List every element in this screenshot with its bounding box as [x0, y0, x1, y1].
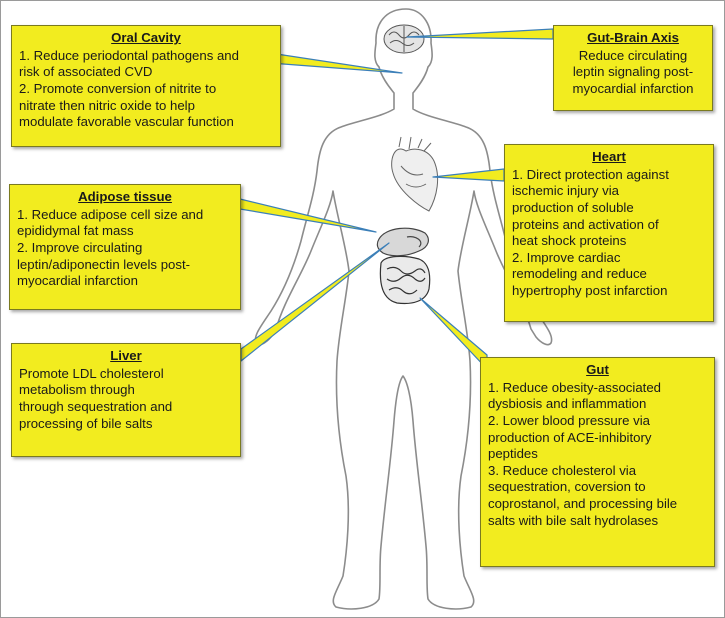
- callout-body: 1. Reduce obesity-associated dysbiosis a…: [488, 379, 678, 528]
- callout-title: Heart: [592, 149, 626, 164]
- liver-icon: [376, 227, 429, 257]
- callout-adipose-tissue: Adipose tissue 1. Reduce adipose cell si…: [9, 184, 241, 310]
- pointer-oral-cavity: [269, 52, 403, 74]
- callout-body: 1. Direct protection against ischemic in…: [512, 166, 669, 298]
- callout-gut-brain-axis: Gut-Brain Axis Reduce circulating leptin…: [553, 25, 713, 111]
- callout-oral-cavity: Oral Cavity 1. Reduce periodontal pathog…: [11, 25, 281, 147]
- brain-icon: [383, 24, 425, 54]
- callout-gut: Gut 1. Reduce obesity-associated dysbios…: [480, 357, 715, 567]
- callout-body: Reduce circulating leptin signaling post…: [572, 47, 694, 96]
- callout-body: Promote LDL cholesterol metabolism throu…: [19, 365, 173, 431]
- callout-title: Oral Cavity: [111, 30, 181, 45]
- callout-body: 1. Reduce periodontal pathogens and risk…: [19, 47, 239, 130]
- callout-title: Gut-Brain Axis: [587, 30, 679, 45]
- callout-title: Adipose tissue: [78, 189, 172, 204]
- callout-body: 1. Reduce adipose cell size and epididym…: [17, 206, 204, 289]
- pointer-gut-brain-axis: [406, 28, 554, 40]
- callout-title: Gut: [586, 362, 609, 377]
- callout-heart: Heart 1. Direct protection against ische…: [504, 144, 714, 322]
- pointer-gut: [419, 297, 488, 370]
- callout-title: Liver: [110, 348, 142, 363]
- pointer-heart: [432, 168, 505, 182]
- callout-pointers: [239, 28, 554, 370]
- callout-liver: Liver Promote LDL cholesterol metabolism…: [11, 343, 241, 457]
- pointer-adipose: [239, 198, 377, 233]
- heart-icon: [391, 136, 439, 212]
- pointer-liver: [240, 242, 390, 362]
- intestines-icon: [379, 255, 431, 305]
